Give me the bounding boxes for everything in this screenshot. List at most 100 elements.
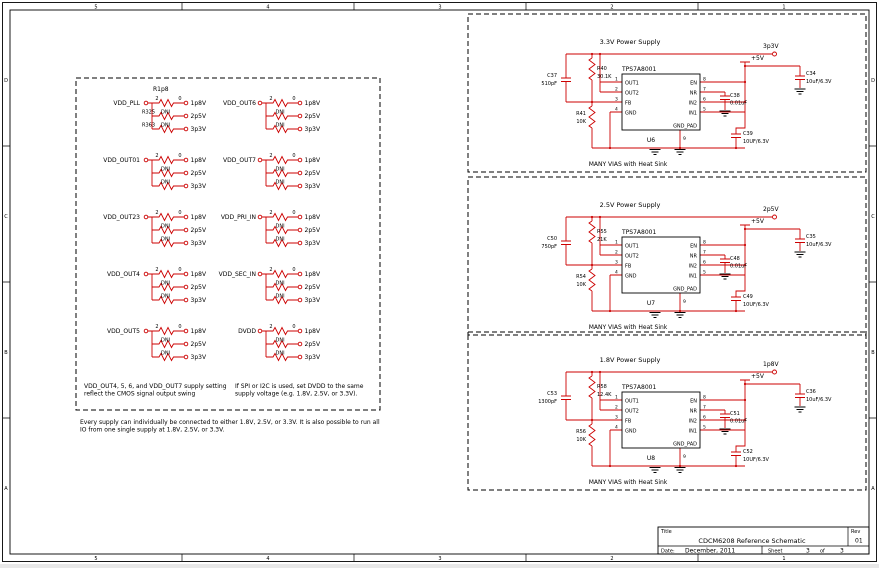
pin-num: 1 (615, 240, 618, 246)
r-bot-val: 10K (576, 119, 586, 125)
pin-num: 4 (615, 270, 618, 276)
supply-title: 1.8V Power Supply (600, 356, 661, 364)
power-supply-1v8: 1.8V Power Supply TPS7A8001 OUT1 OUT2 FB… (467, 331, 867, 491)
option-terminal (297, 157, 303, 163)
pin-label: IN1 (689, 274, 697, 280)
wires (262, 326, 298, 362)
cap-ff-val: 750pF (541, 244, 557, 250)
general-note: Every supply can individually be connect… (80, 419, 380, 426)
cap-out-ref: C52 (743, 449, 753, 455)
ic-part-number: TPS7A8001 (621, 66, 656, 73)
pin-label: IN1 (689, 429, 697, 435)
pin-number: 2 (155, 96, 158, 102)
pin-label: GND (625, 111, 637, 117)
pin-number: 2 (155, 324, 158, 330)
pin-num: 7 (703, 87, 706, 93)
net-terminal (257, 100, 263, 106)
dni-label: DNI (161, 180, 170, 186)
option-label: 1p8V (305, 100, 321, 107)
title-block-dividers (658, 527, 869, 554)
panel-note-2: If SPI or I2C is used, set DVDD to the s… (235, 383, 364, 390)
cap-in-val: 10uF/6.3V (806, 242, 832, 248)
thermal-note: MANY VIAS with Heat Sink (589, 161, 668, 168)
pin-num: 4 (615, 107, 618, 113)
wires (262, 155, 298, 191)
dni-label: DNI (161, 294, 170, 300)
option-terminal (297, 113, 303, 119)
option-label: 2p5V (305, 227, 321, 234)
zone-label: 2 (610, 556, 613, 562)
vin-net-label: +5V (751, 218, 765, 225)
option-terminal (183, 170, 189, 176)
pin-num: 3 (615, 415, 618, 421)
ic-part-number: TPS7A8001 (621, 229, 656, 236)
option-label: 2p5V (191, 227, 207, 234)
option-label: 2p5V (305, 341, 321, 348)
dni-label: DNI (161, 110, 170, 116)
option-terminal (183, 354, 189, 360)
vin-net-label: +5V (751, 55, 765, 62)
option-terminal (297, 183, 303, 189)
pin-number: 2 (155, 267, 158, 273)
jumper-group-vdd-out7: VDD_OUT7 2 0 1p8V 2p5V 3p3V DNI DNI (223, 153, 321, 191)
pin-number: 2 (155, 153, 158, 159)
pin-number: 2 (269, 153, 272, 159)
r-top-ref: R58 (597, 384, 607, 390)
title-label: Title (660, 529, 672, 535)
zone-label: B (4, 350, 8, 356)
cap-in-ref: C36 (806, 389, 816, 395)
thermal-note: MANY VIAS with Heat Sink (589, 324, 668, 331)
pin-num: 1 (615, 77, 618, 83)
ldo-ic-body (621, 73, 701, 131)
title-block-border (657, 526, 870, 555)
zone-label: C (871, 214, 875, 220)
dni-label: DNI (276, 351, 285, 357)
option-terminal (297, 100, 303, 106)
option-terminal (183, 341, 189, 347)
option-terminal (297, 240, 303, 246)
panel-note-2b: supply voltage (e.g. 1.8V, 2.5V, or 3.3V… (235, 391, 358, 398)
pin-num: 8 (703, 395, 706, 401)
option-label: 3p3V (305, 354, 321, 361)
pin-number: 2 (269, 210, 272, 216)
option-label: 3p3V (191, 126, 207, 133)
cap-in-val: 10uF/6.3V (806, 397, 832, 403)
pin-label: OUT2 (625, 91, 639, 97)
supply-wires (561, 216, 805, 312)
pin-num: 6 (703, 97, 706, 103)
pin-num-pad: 9 (683, 454, 686, 460)
of-label: of (820, 549, 825, 555)
zone-label: 3 (438, 556, 441, 562)
frame-inner (9, 9, 870, 555)
net-label: VDD_OUT7 (223, 157, 256, 164)
wires (148, 326, 184, 362)
sheet-total: 3 (840, 548, 844, 555)
r-bot-val: 10K (576, 437, 586, 443)
r-bot-val: 10K (576, 282, 586, 288)
pin-num: 8 (703, 77, 706, 83)
pin-number: 0 (292, 153, 295, 159)
resistor-refdes: R363 (142, 123, 155, 129)
option-terminal (297, 271, 303, 277)
net-label: DVDD (238, 328, 256, 335)
cap-ff-ref: C53 (547, 391, 557, 397)
junction-dots (590, 370, 747, 468)
dni-label: DNI (276, 281, 285, 287)
vin-net-label: +5V (751, 373, 765, 380)
output-terminal (772, 214, 777, 220)
cap-in-ref: C35 (806, 234, 816, 240)
jumper-group-vdd-sec-in: VDD_SEC_IN 2 0 1p8V 2p5V 3p3V DNI DNI (219, 267, 321, 305)
cap-out-val: 10UF/6.3V (743, 302, 770, 308)
dni-label: DNI (161, 351, 170, 357)
dni-label: DNI (161, 224, 170, 230)
dni-label: DNI (161, 237, 170, 243)
pin-number: 0 (292, 324, 295, 330)
pin-label: IN1 (689, 111, 697, 117)
thermal-note: MANY VIAS with Heat Sink (589, 479, 668, 486)
output-net-label: 1p8V (763, 361, 779, 368)
output-net-label: 2p5V (763, 206, 779, 213)
supply-wires (561, 53, 805, 149)
dni-label: DNI (161, 167, 170, 173)
supply-border (467, 13, 867, 173)
